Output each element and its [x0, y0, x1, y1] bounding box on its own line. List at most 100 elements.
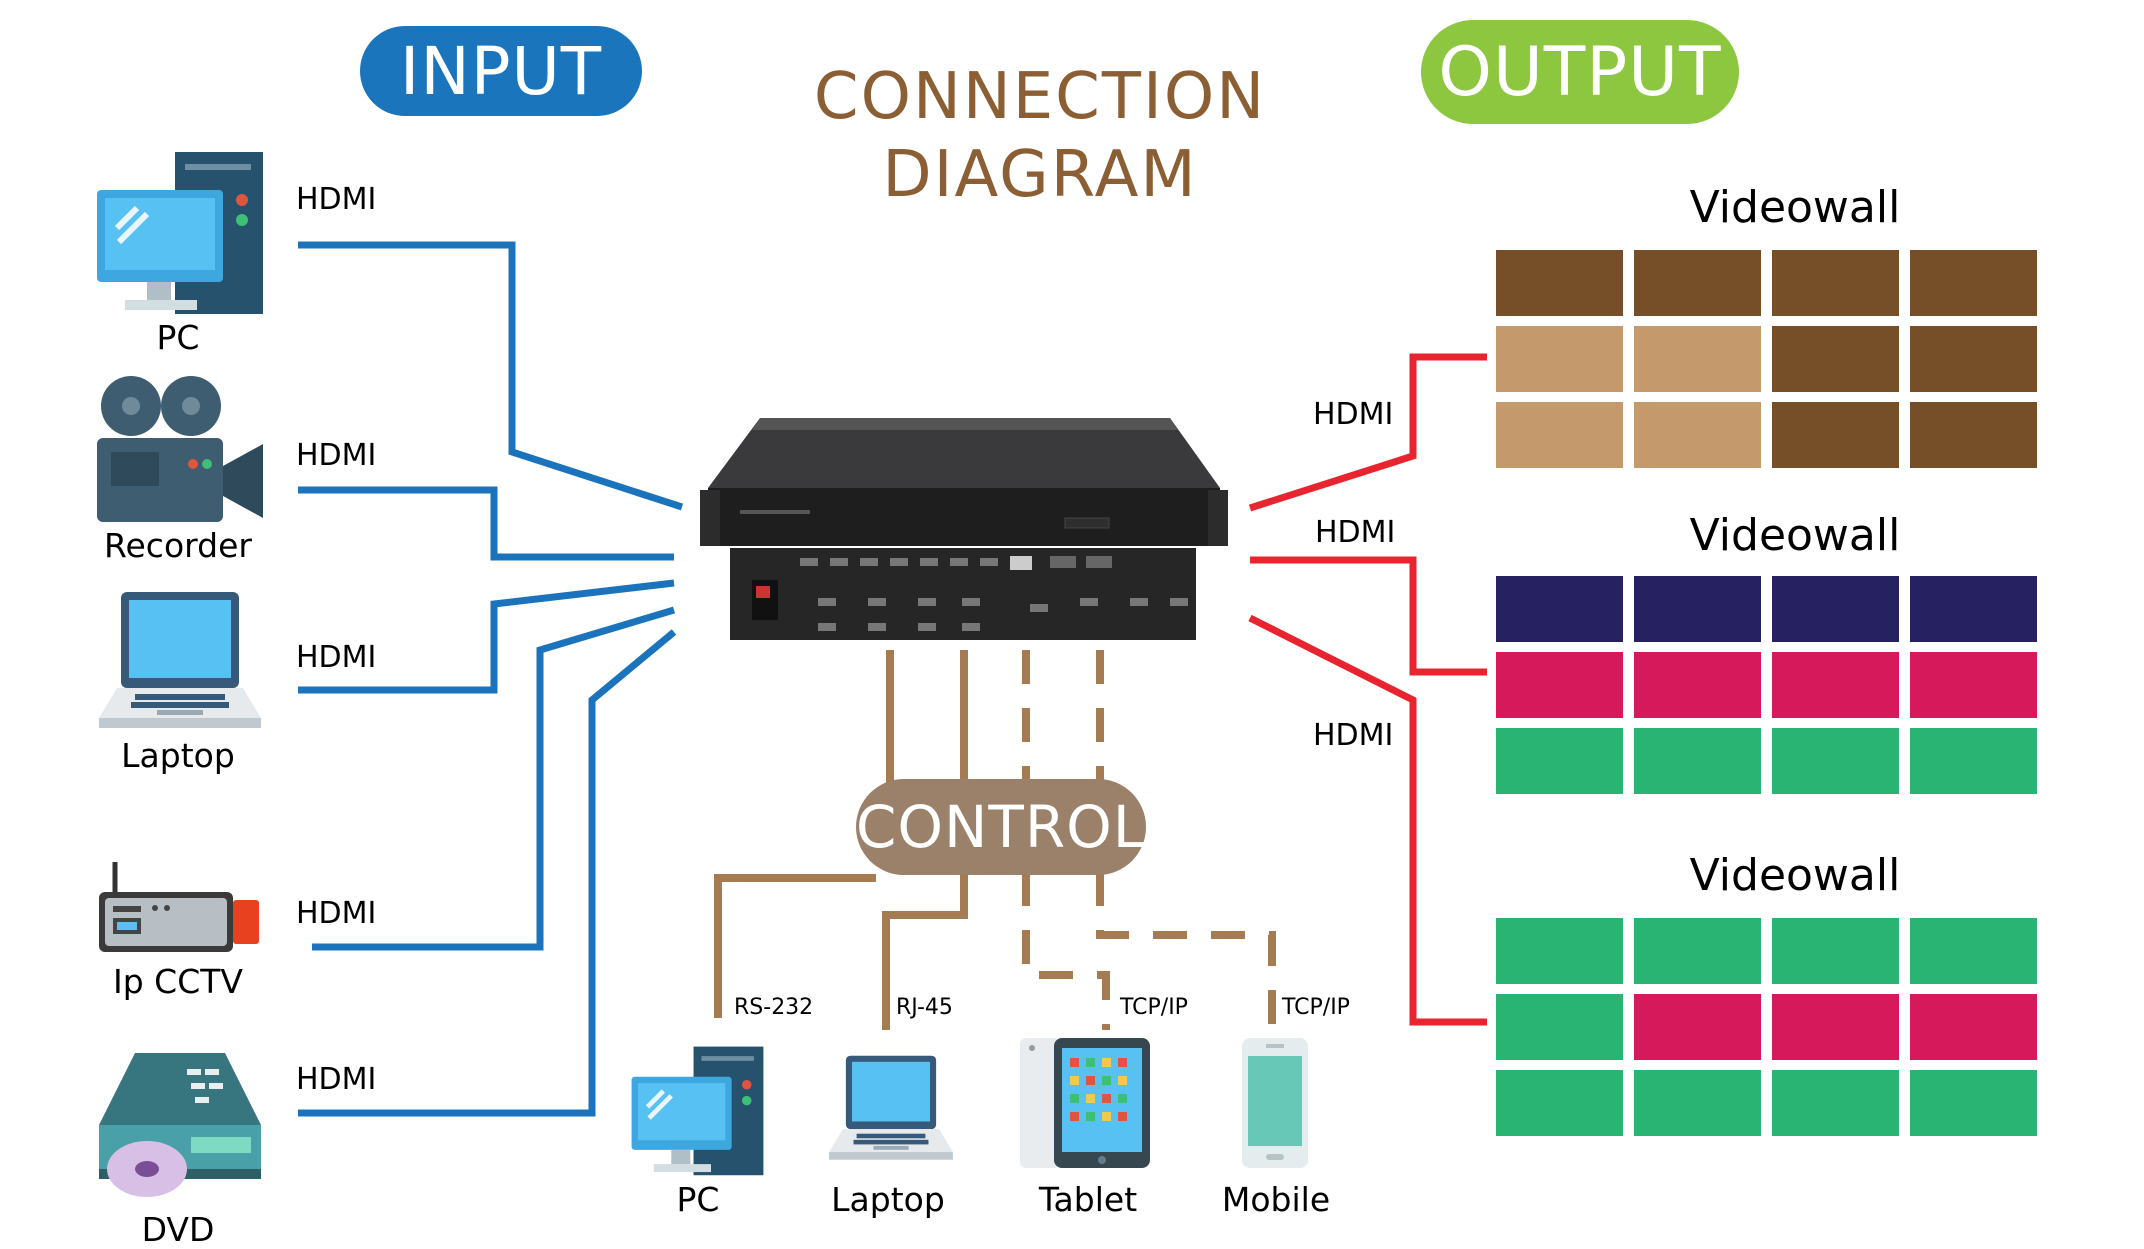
- videowall-tile: [1772, 994, 1899, 1060]
- videowall-tile: [1910, 918, 2037, 984]
- output-link-label: HDMI: [1315, 515, 1396, 550]
- videowall-tile: [1634, 652, 1761, 718]
- videowall-tile: [1496, 1070, 1623, 1136]
- videowall-tile: [1772, 402, 1899, 468]
- control-device-laptop: [826, 1050, 956, 1170]
- control-badge-label: CONTROL: [855, 793, 1147, 861]
- videowall-tile: [1910, 652, 2037, 718]
- videowall-tile: [1634, 576, 1761, 642]
- diagram-title-line2: DIAGRAM: [882, 138, 1198, 212]
- input-device-label: DVD: [141, 1210, 215, 1249]
- output-badge-label: OUTPUT: [1438, 32, 1722, 112]
- input-line-cctv: [312, 606, 676, 951]
- videowall-title: Videowall: [1689, 510, 1901, 561]
- videowall-tile: [1496, 994, 1623, 1060]
- videowall-tile: [1496, 652, 1623, 718]
- videowall-tile: [1772, 576, 1899, 642]
- input-link-label: HDMI: [296, 182, 377, 217]
- output-link-label: HDMI: [1313, 718, 1394, 753]
- control-link-label: RJ-45: [896, 995, 953, 1020]
- input-badge-label: INPUT: [399, 32, 603, 110]
- input-device-laptop: [95, 588, 265, 738]
- control-link-label: TCP/IP: [1282, 995, 1350, 1020]
- output-line-2: [1250, 556, 1487, 676]
- input-line-recorder: [298, 486, 674, 561]
- control-device-tablet: [1018, 1036, 1154, 1172]
- control-badge: CONTROL: [856, 779, 1146, 875]
- laptop-icon: [829, 1055, 953, 1160]
- videowall-tile: [1910, 994, 2037, 1060]
- videowall-1: [1496, 250, 2037, 468]
- videowall-tile: [1772, 652, 1899, 718]
- diagram-title: CONNECTION DIAGRAM: [760, 58, 1320, 214]
- videowall-title: Videowall: [1689, 182, 1901, 233]
- output-hdmi-lines: [1248, 353, 1487, 1026]
- dvd-player-icon: [99, 1053, 261, 1197]
- control-device-label: Laptop: [831, 1180, 945, 1219]
- control-dashed-lines: [1022, 650, 1276, 1030]
- videowall-3: [1496, 918, 2037, 1136]
- output-line-1: [1248, 353, 1487, 512]
- videowall-tile: [1634, 994, 1761, 1060]
- control-device-label: Tablet: [1038, 1180, 1138, 1219]
- video-camera-icon: [97, 376, 263, 522]
- control-line-tcp-tablet: [1022, 872, 1110, 1030]
- desktop-pc-icon: [631, 1046, 764, 1176]
- videowall-tile: [1910, 576, 2037, 642]
- input-hdmi-lines: [298, 241, 684, 1117]
- videowall-title: Videowall: [1689, 850, 1901, 901]
- videowall-tile: [1634, 918, 1761, 984]
- input-line-dvd: [298, 629, 677, 1117]
- input-line-laptop: [298, 579, 675, 694]
- control-device-label: PC: [676, 1180, 720, 1219]
- input-link-label: HDMI: [296, 438, 377, 473]
- videowall-tile: [1496, 250, 1623, 316]
- videowall-tile: [1634, 728, 1761, 794]
- videowall-tile: [1496, 918, 1623, 984]
- mobile-phone-icon: [1242, 1038, 1308, 1168]
- control-link-label: TCP/IP: [1120, 995, 1188, 1020]
- videowall-tile: [1772, 918, 1899, 984]
- input-link-label: HDMI: [296, 896, 377, 931]
- control-line-tcp-mobile: [1096, 872, 1276, 1030]
- videowall-tile: [1910, 326, 2037, 392]
- videowall-tile: [1910, 1070, 2037, 1136]
- input-device-recorder: [95, 372, 265, 522]
- control-line-rj45: [882, 860, 968, 1030]
- videowall-2: [1496, 576, 2037, 794]
- videowall-tile: [1496, 728, 1623, 794]
- videowall-tile: [1496, 402, 1623, 468]
- videowall-tile: [1910, 402, 2037, 468]
- control-line-rs232: [714, 874, 876, 1018]
- videowall-tile: [1910, 250, 2037, 316]
- control-lines: [714, 650, 968, 1030]
- output-link-label: HDMI: [1313, 397, 1394, 432]
- videowall-tile: [1496, 326, 1623, 392]
- videowall-tile: [1772, 728, 1899, 794]
- tablet-icon: [1020, 1038, 1150, 1168]
- videowall-tile: [1772, 250, 1899, 316]
- input-device-label: Laptop: [121, 736, 235, 775]
- videowall-tile: [1772, 1070, 1899, 1136]
- videowall-tile: [1634, 326, 1761, 392]
- videowall-tile: [1772, 326, 1899, 392]
- videowall-tile: [1634, 1070, 1761, 1136]
- input-device-label: Recorder: [104, 526, 252, 565]
- diagram-title-line1: CONNECTION: [813, 60, 1267, 134]
- input-device-dvd: [95, 1045, 265, 1205]
- input-link-label: HDMI: [296, 1062, 377, 1097]
- control-device-pc: [630, 1045, 765, 1180]
- input-device-label: Ip CCTV: [113, 962, 243, 1001]
- input-device-label: PC: [156, 318, 200, 357]
- input-device-pc: [95, 150, 265, 320]
- input-link-label: HDMI: [296, 640, 377, 675]
- laptop-icon: [99, 592, 261, 728]
- control-device-label: Mobile: [1221, 1180, 1331, 1219]
- videowall-tile: [1496, 576, 1623, 642]
- input-badge: INPUT: [360, 26, 642, 116]
- control-device-mobile: [1240, 1036, 1310, 1170]
- input-device-cctv: [95, 860, 265, 960]
- matrix-switcher-icon: [700, 418, 1228, 640]
- input-line-pc: [298, 241, 684, 511]
